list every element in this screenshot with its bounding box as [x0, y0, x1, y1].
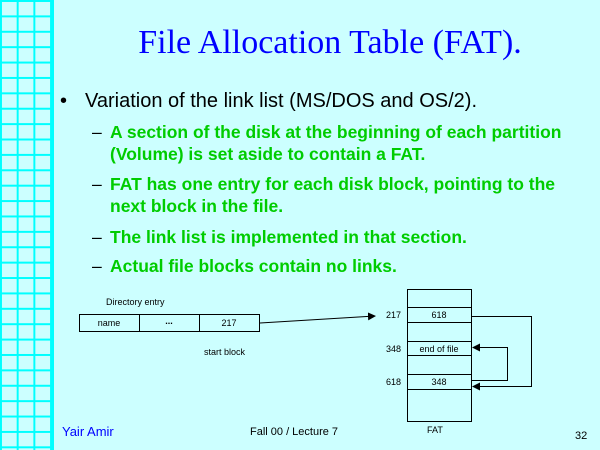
sub-bullet: –Actual file blocks contain no links. — [92, 255, 582, 277]
sub-bullet: –A section of the disk at the beginning … — [92, 121, 582, 165]
fat-index: 217 — [386, 310, 402, 320]
sub-bullet-text: The link list is implemented in that sec… — [110, 227, 467, 247]
start-arrow — [259, 312, 376, 324]
sub-bullet: –The link list is implemented in that se… — [92, 226, 582, 248]
start-block-label: start block — [204, 347, 246, 357]
page-number: 32 — [575, 430, 588, 442]
fat-index: 348 — [386, 344, 402, 354]
directory-entry-label: Directory entry — [106, 297, 165, 307]
fat-label: FAT — [427, 425, 443, 435]
dir-cell-ellipsis: ... — [165, 316, 173, 326]
fat-value: 348 — [431, 377, 447, 387]
dash: – — [92, 227, 102, 247]
slide-title: File Allocation Table (FAT). — [138, 24, 522, 61]
dash: – — [92, 122, 102, 142]
sub-bullet-text: FAT has one entry for each disk block, p… — [110, 174, 556, 216]
directory-entry-box — [79, 314, 260, 332]
link-arrow-618-348 — [471, 343, 508, 381]
sub-bullet: –FAT has one entry for each disk block, … — [92, 173, 582, 217]
fat-value: end of file — [419, 344, 459, 354]
link-arrow-217-618 — [471, 316, 532, 391]
footer-course: Fall 00 / Lecture 7 — [250, 426, 339, 438]
footer-author: Yair Amir — [62, 424, 114, 439]
dir-cell-start: 217 — [221, 318, 237, 328]
dash: – — [92, 174, 102, 194]
dash: – — [92, 256, 102, 276]
dir-cell-name: name — [97, 318, 121, 328]
bullet-text: Variation of the link list (MS/DOS and O… — [85, 90, 478, 112]
fat-index: 618 — [386, 377, 402, 387]
decorative-grid — [0, 0, 54, 450]
bullet-dot: • — [60, 90, 68, 112]
sub-bullet-text: A section of the disk at the beginning o… — [110, 122, 562, 164]
fat-value: 618 — [431, 310, 447, 320]
sub-bullet-text: Actual file blocks contain no links. — [110, 256, 397, 276]
